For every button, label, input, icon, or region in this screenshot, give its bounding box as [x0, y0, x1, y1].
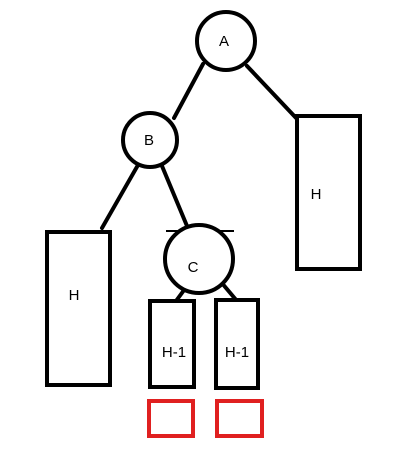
edge-a-b [172, 62, 205, 120]
subtree-right-of-c-label: H-1 [225, 344, 249, 361]
edge-a-right-subtree [245, 64, 300, 122]
node-a: A [195, 10, 257, 72]
subtree-right-of-c: H-1 [214, 298, 260, 390]
subtree-left-of-b: H [45, 230, 112, 387]
subtree-right-of-a-label: H [311, 186, 322, 203]
subtree-left-of-c-label: H-1 [162, 344, 186, 361]
node-b: B [121, 111, 179, 169]
node-a-label: A [219, 33, 229, 50]
subtree-right-of-a: H [295, 114, 362, 271]
subtree-left-of-c: H-1 [148, 299, 196, 389]
new-level-box-left [147, 399, 195, 438]
node-b-label: B [144, 132, 154, 149]
subtree-left-of-b-label: H [69, 287, 80, 304]
edge-b-c [160, 164, 189, 228]
node-c-label: C [188, 259, 199, 276]
edge-b-left-subtree [100, 163, 140, 230]
new-level-box-right [215, 399, 264, 438]
node-c: C [163, 223, 235, 295]
